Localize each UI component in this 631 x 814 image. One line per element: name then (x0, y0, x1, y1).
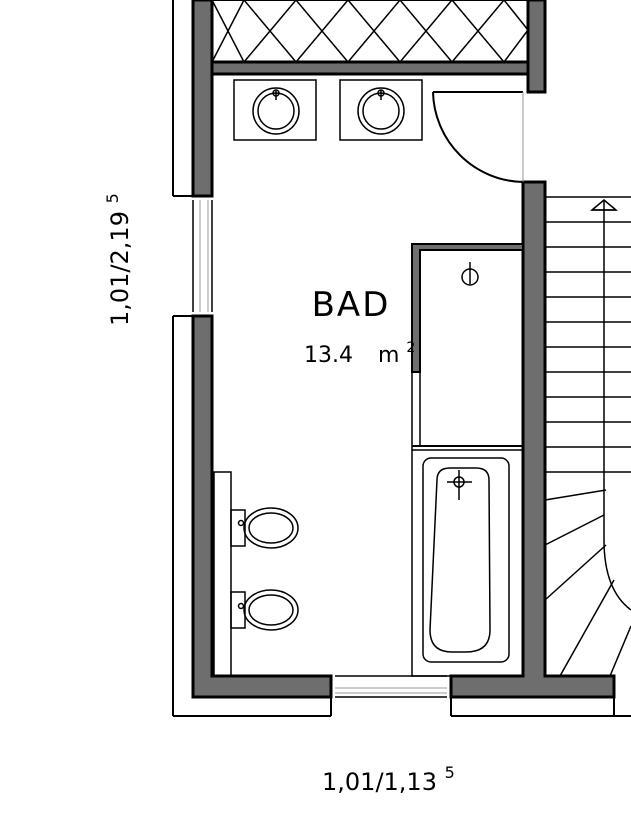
room-name: BAD (312, 285, 391, 325)
left-window-dimension: 1,01/2,19 5 (103, 193, 134, 326)
wc-fixtures (213, 471, 299, 677)
bathtub (411, 449, 524, 677)
door-swing (432, 91, 524, 183)
stairs (544, 196, 631, 677)
bottom-window-dimension-sup: 5 (445, 763, 455, 782)
bottom-window-dimension-main: 1,01/1,13 (322, 768, 437, 796)
room-area: 13.4 m 2 (304, 340, 415, 368)
left-window-dimension-main: 1,01/2,19 (106, 211, 134, 326)
left-window-dimension-sup: 5 (103, 193, 122, 203)
washbasins (233, 79, 423, 141)
left-window (192, 200, 213, 312)
room-area-exponent: 2 (406, 340, 415, 356)
room-area-value: 13.4 (304, 343, 353, 368)
top-window-box (211, 0, 529, 63)
outer-lines (172, 0, 631, 717)
shower (411, 243, 524, 450)
bottom-window-dimension: 1,01/1,13 5 (322, 763, 455, 796)
bottom-window (335, 675, 447, 698)
room-area-unit: m (378, 343, 399, 368)
